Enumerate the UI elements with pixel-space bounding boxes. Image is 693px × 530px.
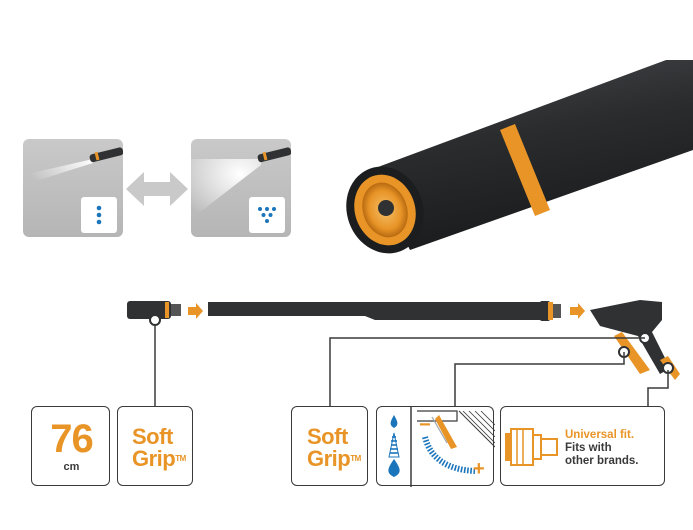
mist-mode-icon-box <box>249 197 285 233</box>
small-drop-icon <box>390 415 398 428</box>
flow-adjust-card: − + <box>376 406 495 487</box>
soft-grip-card-right: Soft GripTM <box>291 406 368 486</box>
mist-spray-illustration <box>191 147 291 219</box>
hose-connector-icon <box>505 428 558 466</box>
length-value: 76 <box>50 417 94 461</box>
nozzle-part <box>127 301 181 326</box>
arrow-icon <box>570 303 585 319</box>
jet-spray-thumbnail <box>23 139 123 237</box>
lance-tube-part <box>208 301 561 321</box>
soft-grip-label: Soft GripTM <box>132 424 186 471</box>
soft-grip-label: Soft GripTM <box>307 424 361 471</box>
shower-stream-icon <box>258 207 276 223</box>
universal-fit-text: Universal fit. Fits with other brands. <box>565 429 639 467</box>
large-drop-icon <box>388 459 400 477</box>
swap-arrows-icon <box>126 172 188 206</box>
arrow-icon <box>188 303 203 319</box>
soft-grip-card-left: Soft GripTM <box>117 406 193 486</box>
jet-spray-illustration <box>23 147 123 185</box>
product-exploded-view <box>127 300 680 380</box>
minus-sign: − <box>419 414 431 436</box>
plus-sign: + <box>473 458 485 480</box>
length-unit: cm <box>63 461 80 473</box>
jet-mode-icon-box <box>81 197 117 233</box>
mist-spray-thumbnail <box>191 139 291 237</box>
single-stream-icon <box>96 205 102 225</box>
flow-adjust-illustration <box>388 407 495 487</box>
hero-spray-lance-tube <box>346 60 693 254</box>
length-card: 76 cm <box>31 406 110 486</box>
universal-fit-card: Universal fit. Fits with other brands. <box>500 406 665 486</box>
